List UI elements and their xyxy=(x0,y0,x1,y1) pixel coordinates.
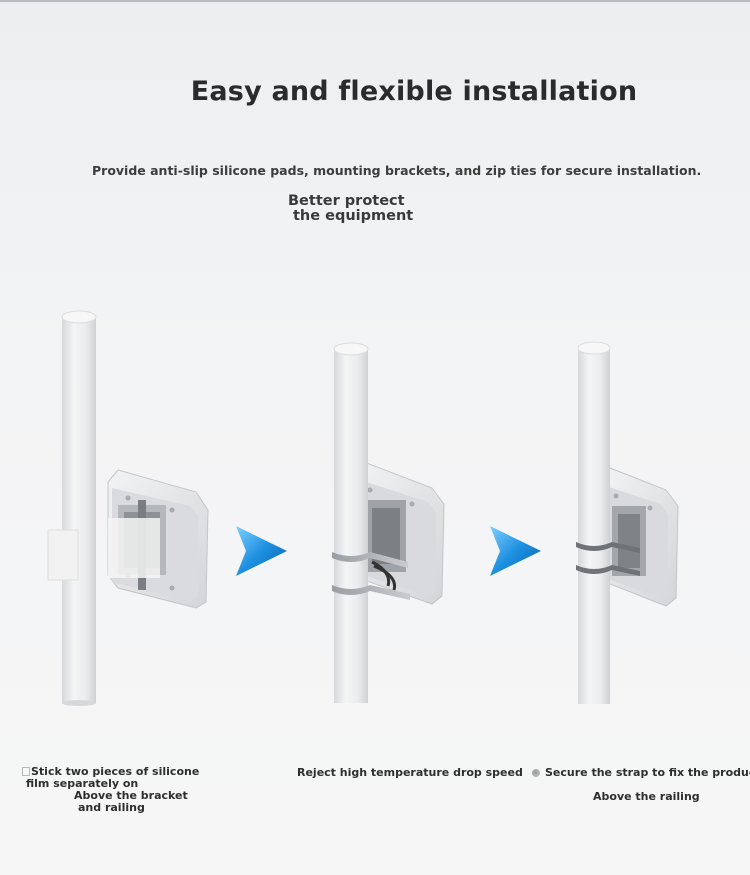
installation-illustration xyxy=(47,310,679,706)
pole-3 xyxy=(578,348,610,704)
protect-line-1: Better protect xyxy=(288,193,405,209)
bullet-icon xyxy=(22,767,30,776)
device-icon xyxy=(355,461,445,605)
arrow-right-icon xyxy=(236,526,287,576)
mounting-straps xyxy=(332,552,410,600)
step-1-illustration xyxy=(47,310,209,706)
step-1-caption-line-1: Stick two pieces of silicone xyxy=(31,765,200,778)
step-2-caption-line-1: Reject high temperature drop speed xyxy=(297,766,523,779)
protect-note: Better protect the equipment xyxy=(288,194,413,224)
step-2-illustration xyxy=(332,342,445,703)
page-subtitle: Provide anti-slip silicone pads, mountin… xyxy=(92,163,702,178)
mounting-straps xyxy=(576,542,640,576)
step-1-caption: Stick two pieces of silicone film separa… xyxy=(22,766,199,814)
device-icon xyxy=(601,467,679,607)
page-title: Easy and flexible installation xyxy=(190,76,638,107)
device-icon xyxy=(107,469,209,609)
protect-line-2: the equipment xyxy=(293,208,414,224)
pole-1 xyxy=(62,317,96,703)
step-1-caption-line-4: and railing xyxy=(78,801,145,814)
step-3-caption-line-2: Above the railing xyxy=(593,790,700,803)
step-3-caption: Secure the strap to fix the product Abov… xyxy=(532,767,750,803)
pole-2 xyxy=(334,349,368,703)
bullet-icon xyxy=(532,769,540,777)
step-2-caption: Reject high temperature drop speed xyxy=(297,767,523,779)
step-3-illustration xyxy=(576,341,679,704)
step-1-caption-line-3: Above the bracket xyxy=(74,789,188,802)
silicone-pad xyxy=(47,529,79,581)
arrow-right-icon xyxy=(490,526,541,576)
top-divider xyxy=(0,0,750,2)
step-1-caption-line-2: film separately on xyxy=(26,777,139,790)
step-3-caption-line-1: Secure the strap to fix the product xyxy=(545,766,750,779)
